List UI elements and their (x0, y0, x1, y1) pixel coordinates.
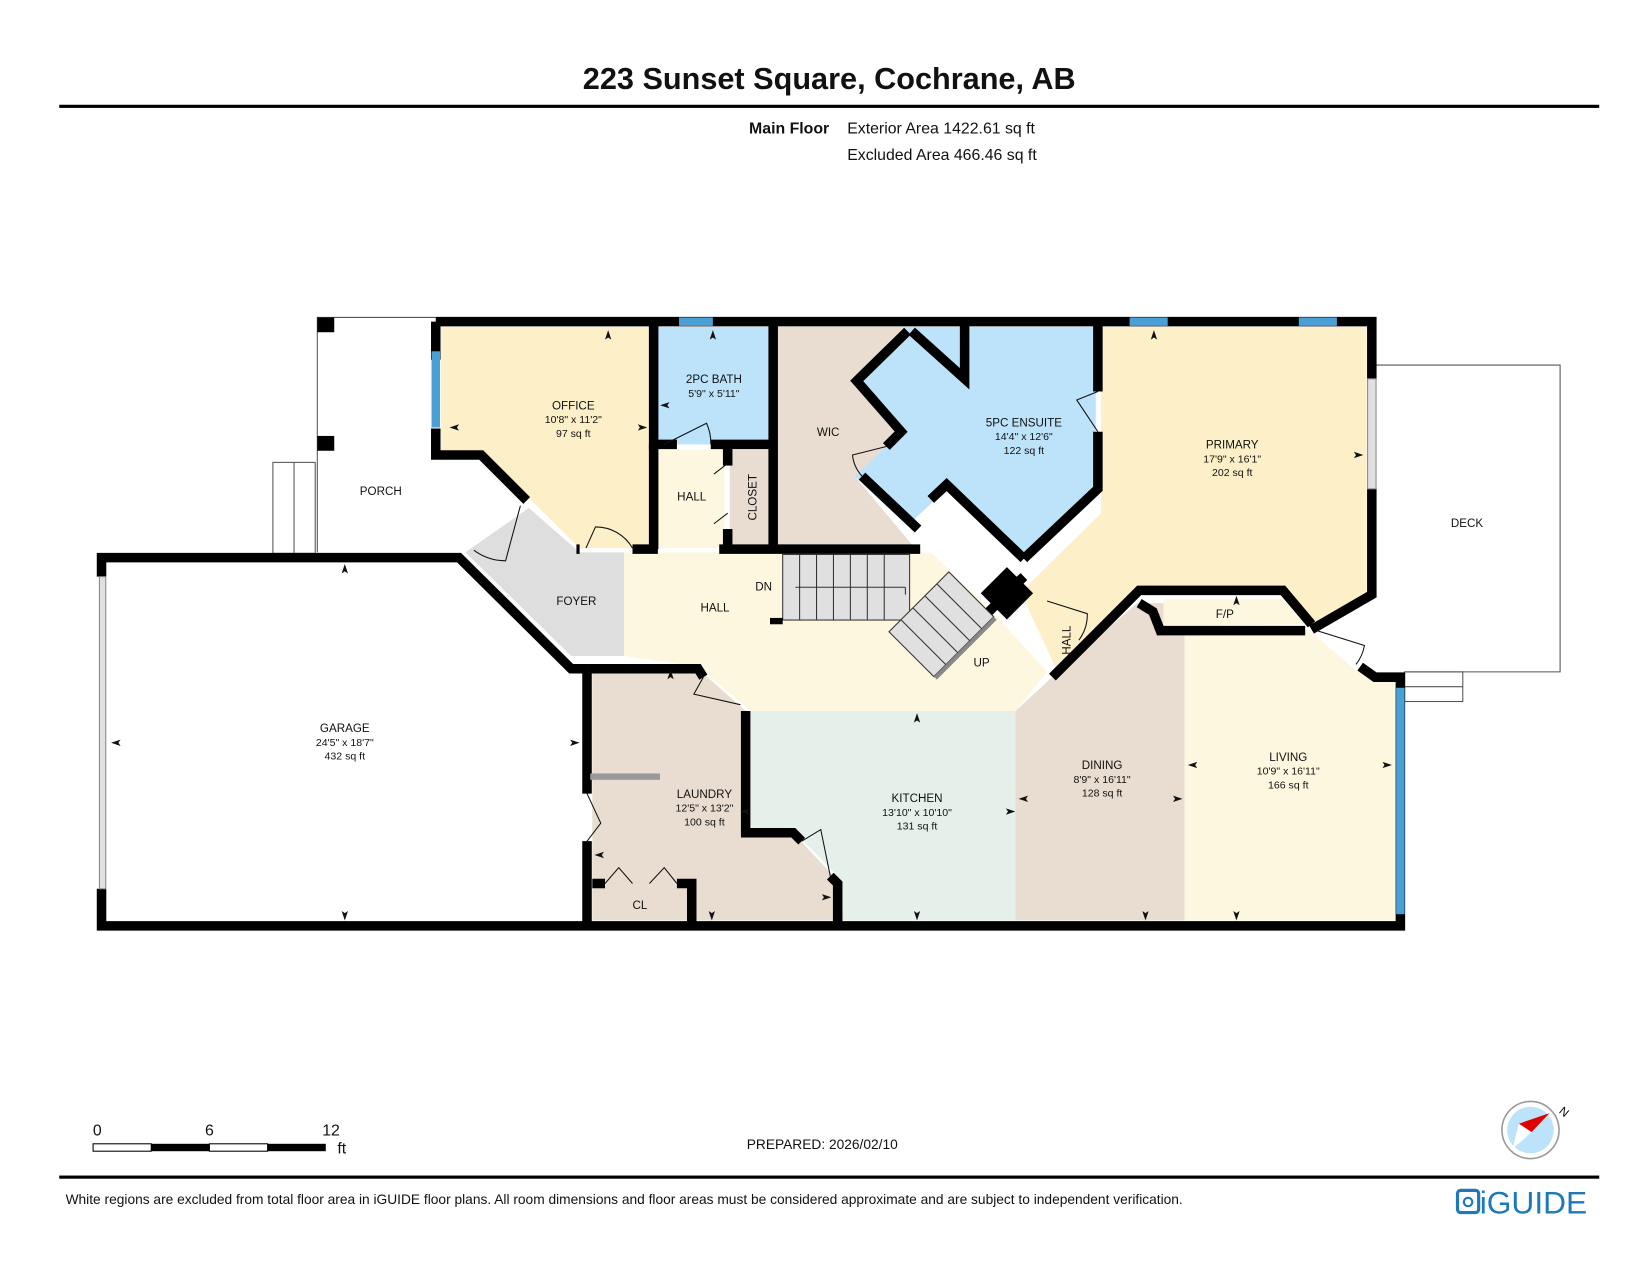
fp-fill (1163, 598, 1306, 627)
cl-name: CL (632, 899, 647, 912)
living-name: LIVING (1269, 751, 1307, 764)
wic-name: WIC (817, 426, 840, 439)
excluded-area: Excluded Area 466.46 sq ft (847, 147, 1037, 164)
iguide-logo[interactable]: iGUIDE (1455, 1185, 1588, 1221)
laundry-name: LAUNDRY (677, 788, 733, 801)
living-fill (1184, 630, 1397, 921)
kitchen-area: 131 sq ft (897, 821, 938, 833)
office-door[interactable] (585, 526, 633, 549)
footer-divider (59, 1175, 1600, 1179)
dimension-arrows (111, 330, 1392, 921)
scale-tick-12: 12 (322, 1122, 340, 1139)
laundry-area: 100 sq ft (684, 816, 725, 828)
dining-fill (1015, 603, 1185, 921)
garage-dims: 24'5" x 18'7" (316, 737, 374, 749)
brand-name: iGUIDE (1480, 1185, 1587, 1221)
deck-name: DECK (1451, 517, 1484, 530)
kitchen-fill (750, 711, 1016, 921)
ensuite-name: 5PC ENSUITE (986, 416, 1062, 429)
laundry-shelf (590, 773, 660, 780)
exterior-area: Exterior Area 1422.61 sq ft (847, 120, 1035, 137)
office-area: 97 sq ft (556, 428, 591, 440)
scale-tick-0: 0 (93, 1122, 102, 1139)
scale-tick-6: 6 (205, 1122, 214, 1139)
garage-area: 432 sq ft (325, 751, 366, 763)
porch-name: PORCH (360, 485, 402, 498)
cl-doors[interactable] (604, 866, 678, 884)
foyer-fill (465, 507, 625, 657)
office-dims: 10'8" x 11'2" (545, 414, 602, 426)
hall-main-name: HALL (700, 602, 730, 615)
closet-doors[interactable] (713, 463, 729, 525)
bath-2pc-dims: 5'9" x 5'11" (688, 388, 740, 400)
prepared-date: PREPARED: 2026/02/10 (747, 1137, 898, 1152)
doors[interactable] (473, 391, 1366, 884)
front-door[interactable] (473, 505, 521, 562)
garage-entry-door[interactable] (586, 793, 602, 842)
dining-name: DINING (1082, 759, 1123, 772)
deck-door[interactable] (1316, 630, 1366, 665)
stairs-down-label: DN (755, 580, 772, 593)
bath-door[interactable] (663, 422, 712, 445)
dining-dims: 8'9" x 16'11" (1074, 774, 1131, 786)
window (1396, 687, 1405, 915)
scale-bar: 0 6 12 ft (92, 1122, 347, 1157)
stairs-up-label: UP (973, 657, 989, 670)
window (431, 351, 440, 428)
kitchen-door[interactable] (801, 828, 831, 877)
north-label: N (1557, 1104, 1572, 1119)
hall-upper-fill (656, 449, 725, 549)
primary-name: PRIMARY (1206, 439, 1259, 452)
compass-icon: N (1501, 1100, 1572, 1160)
closet-fill (729, 449, 770, 549)
hall-upper-name: HALL (677, 490, 707, 503)
hall-door[interactable] (1046, 600, 1088, 641)
header-divider (59, 104, 1600, 108)
room-labels: OFFICE 10'8" x 11'2" 97 sq ft 2PC BATH 5… (316, 373, 1484, 912)
primary-area: 202 sq ft (1212, 467, 1253, 479)
window (1298, 317, 1337, 326)
windows (98, 317, 1405, 915)
dining-area: 128 sq ft (1082, 788, 1123, 800)
kitchen-name: KITCHEN (892, 792, 943, 805)
garage-door (98, 576, 107, 890)
stairs-down[interactable] (770, 553, 911, 625)
window (679, 317, 713, 326)
bath-2pc-fill (656, 326, 770, 445)
wic-fill (777, 326, 915, 549)
living-dims: 10'9" x 16'11" (1257, 766, 1320, 778)
floor-label: Main Floor (749, 120, 829, 137)
porch-post (317, 435, 335, 451)
hall-small-name: HALL (1060, 625, 1073, 655)
scale-unit: ft (337, 1140, 346, 1157)
closet-name: CLOSET (746, 474, 759, 521)
laundry-fill (592, 668, 834, 921)
laundry-door[interactable] (693, 676, 741, 706)
office-name: OFFICE (552, 399, 595, 412)
disclaimer: White regions are excluded from total fl… (66, 1192, 1183, 1207)
ensuite-area: 122 sq ft (1004, 445, 1045, 457)
porch-post (317, 317, 335, 333)
living-area: 166 sq ft (1268, 779, 1309, 791)
garage-name: GARAGE (320, 722, 370, 735)
page-title: 223 Sunset Square, Cochrane, AB (583, 62, 1076, 96)
stairs-up[interactable] (888, 571, 997, 680)
ensuite-fill (854, 326, 1096, 559)
laundry-dims: 12'5" x 13'2" (675, 803, 733, 815)
ensuite-dims: 14'4" x 12'6" (995, 431, 1053, 443)
bath-2pc-name: 2PC BATH (686, 373, 742, 386)
camera-icon (1455, 1188, 1481, 1215)
window (1129, 317, 1168, 326)
wic-door[interactable] (851, 446, 887, 477)
office-fill (441, 326, 652, 549)
fireplace-label: F/P (1216, 608, 1234, 621)
foyer-name: FOYER (556, 595, 596, 608)
kitchen-dims: 13'10" x 10'10" (882, 807, 952, 819)
patio-door (1367, 378, 1377, 490)
walls (96, 316, 1406, 931)
ensuite-door[interactable] (1075, 391, 1099, 432)
primary-dims: 17'9" x 16'1" (1203, 453, 1261, 465)
